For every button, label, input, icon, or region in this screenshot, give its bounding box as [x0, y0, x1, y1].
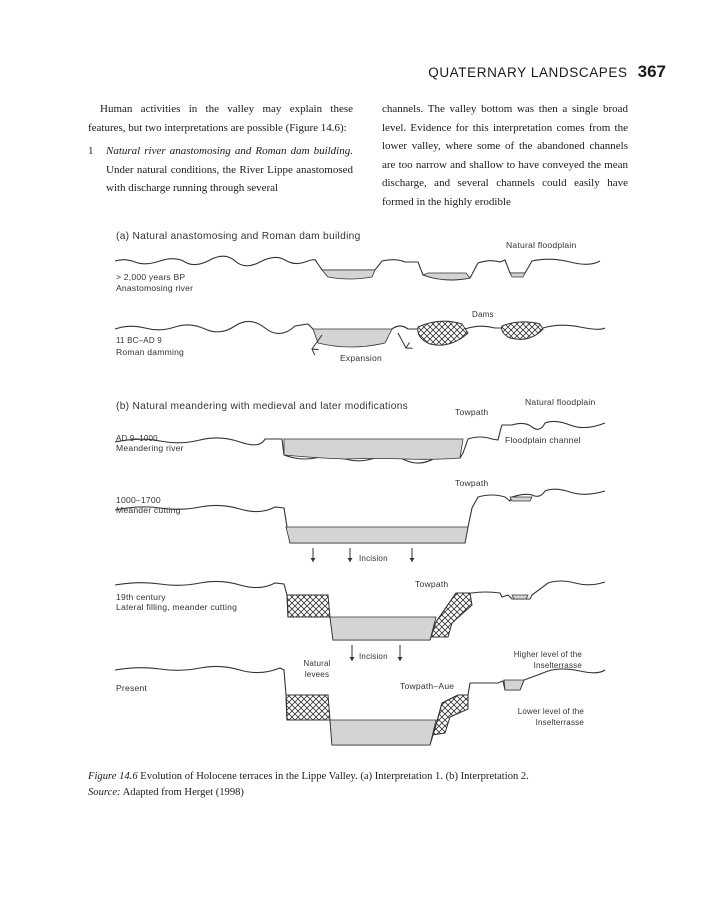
- list-item-text: Under natural conditions, the River Lipp…: [106, 163, 353, 195]
- source-line: Source: Adapted from Herget (1998): [88, 785, 648, 801]
- panel-a-stage1-water: [321, 269, 526, 281]
- stage-b3-description: Lateral filling, meander cutting: [116, 602, 238, 612]
- source-text: Adapted from Herget (1998): [122, 787, 244, 798]
- panel-a-dams: [417, 320, 544, 346]
- panel-b-stage2-profile: [114, 488, 606, 544]
- dam-2: [501, 321, 544, 340]
- panel-a-stage1-profile: [114, 255, 601, 281]
- lateral-fill-right: [429, 592, 473, 638]
- running-header: QUATERNARY LANDSCAPES 367: [428, 62, 666, 84]
- panel-b-stage4-fill: [285, 694, 469, 736]
- incision-label-1: Incision: [359, 554, 388, 563]
- figure-caption-text: Evolution of Holocene terraces in the Li…: [140, 771, 529, 782]
- source-label: Source:: [88, 787, 121, 798]
- panel-b-stage1-water: [283, 438, 464, 460]
- panel-b-stage4-water: [329, 679, 525, 746]
- stage-b4-period: Present: [116, 683, 148, 693]
- towpath-label-1: Towpath: [455, 407, 489, 417]
- dams-label: Dams: [472, 310, 494, 319]
- figure-14-6: (a) Natural anastomosing and Roman dam b…: [100, 225, 610, 746]
- stage-b2-description: Meander cutting: [116, 505, 181, 515]
- levee-fill-right: [431, 694, 469, 736]
- intro-paragraph: Human activities in the valley may expla…: [88, 103, 353, 134]
- panel-b-heading: (b) Natural meandering with medieval and…: [116, 401, 409, 412]
- figure-caption: Figure 14.6 Evolution of Holocene terrac…: [88, 769, 648, 801]
- natural-floodplain-label-b: Natural floodplain: [525, 397, 596, 407]
- stage-b1-description: Meandering river: [116, 443, 184, 453]
- stage-a2-period: 11 BC–AD 9: [116, 336, 162, 345]
- incision-arrows-1: [310, 548, 415, 562]
- panel-b-stage3-water: [329, 594, 529, 641]
- figure-label: Figure 14.6: [88, 771, 138, 782]
- panel-a-stage2-water: [312, 328, 393, 348]
- list-item-heading: Natural river anastomosing and Roman dam…: [106, 145, 353, 158]
- chapter-title: QUATERNARY LANDSCAPES: [428, 65, 628, 80]
- higher-level-label: Higher level of the Inselterrasse: [513, 650, 582, 670]
- panel-b-stage3-fill: [286, 592, 473, 638]
- panel-a-heading: (a) Natural anastomosing and Roman dam b…: [116, 231, 361, 242]
- towpath-label-3: Towpath: [415, 579, 449, 589]
- natural-floodplain-label-a: Natural floodplain: [506, 240, 577, 250]
- stage-a2-description: Roman damming: [116, 347, 185, 357]
- stage-b2-period: 1000–1700: [116, 495, 161, 505]
- towpath-label-2: Towpath: [455, 478, 489, 488]
- stage-a1-description: Anastomosing river: [116, 283, 194, 293]
- list-number: 1: [88, 145, 94, 158]
- stage-b3-period: 19th century: [116, 592, 166, 602]
- expansion-label: Expansion: [340, 353, 382, 363]
- dam-1: [417, 320, 469, 346]
- left-column: Human activities in the valley may expla…: [88, 100, 353, 198]
- stage-b1-period: AD 9–1000: [116, 434, 158, 443]
- panel-b-stage2-water: [285, 496, 533, 544]
- right-paragraph: channels. The valley bottom was then a s…: [382, 103, 628, 208]
- levee-fill-left: [285, 694, 331, 721]
- floodplain-channel-label: Floodplain channel: [505, 435, 581, 445]
- incision-label-2: Incision: [359, 652, 388, 661]
- natural-levees-label: Natural levees: [303, 659, 331, 679]
- lateral-fill-left: [286, 594, 331, 618]
- right-column: channels. The valley bottom was then a s…: [382, 100, 628, 212]
- list-item: 1 Natural river anastomosing and Roman d…: [88, 142, 353, 198]
- stage-a1-period: > 2,000 years BP: [116, 272, 186, 282]
- caption-line: Figure 14.6 Evolution of Holocene terrac…: [88, 769, 648, 785]
- list-item-body: Natural river anastomosing and Roman dam…: [106, 142, 353, 198]
- lower-level-label: Lower level of the Inselterrasse: [517, 707, 584, 727]
- incision-arrows-2: [349, 645, 403, 661]
- terrace-diagram: [114, 255, 606, 746]
- expansion-arrows: [312, 332, 406, 349]
- page-number: 367: [637, 62, 666, 81]
- towpath-aue-label: Towpath–Aue: [400, 681, 455, 691]
